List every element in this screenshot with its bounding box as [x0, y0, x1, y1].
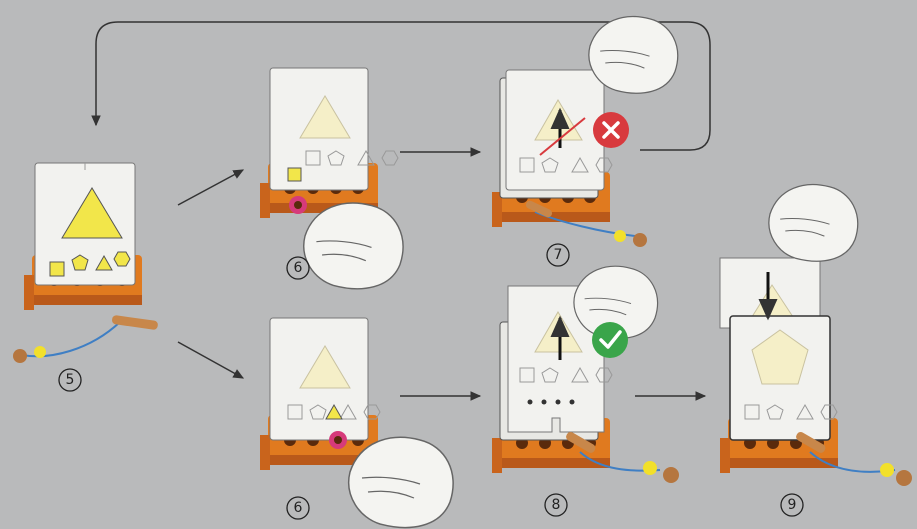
hand-icon: [304, 203, 403, 289]
arrow-5-to-6b: [178, 342, 243, 378]
hand-icon: [349, 437, 453, 527]
bead-brown: [13, 349, 27, 363]
arrow-5-to-6a: [178, 170, 243, 205]
step-7-illustration: [492, 17, 678, 247]
step-6a-illustration: [260, 68, 403, 289]
check-icon: [592, 322, 628, 358]
step-6a-label: 6: [294, 260, 303, 276]
step-9-label: 9: [788, 497, 797, 513]
step-6b-illustration: [260, 318, 453, 528]
hand-icon: [769, 185, 858, 262]
step-6b-label: 6: [294, 500, 303, 516]
step-7-label: 7: [554, 247, 563, 263]
step-5-label: 5: [66, 372, 75, 388]
step-5-illustration: [13, 163, 158, 363]
peg-icon: [112, 315, 159, 330]
step-8-illustration: [492, 266, 679, 483]
step-9-illustration: [720, 185, 912, 486]
bead-yellow: [34, 346, 46, 358]
step-8-label: 8: [552, 497, 561, 513]
hand-icon: [589, 17, 678, 94]
